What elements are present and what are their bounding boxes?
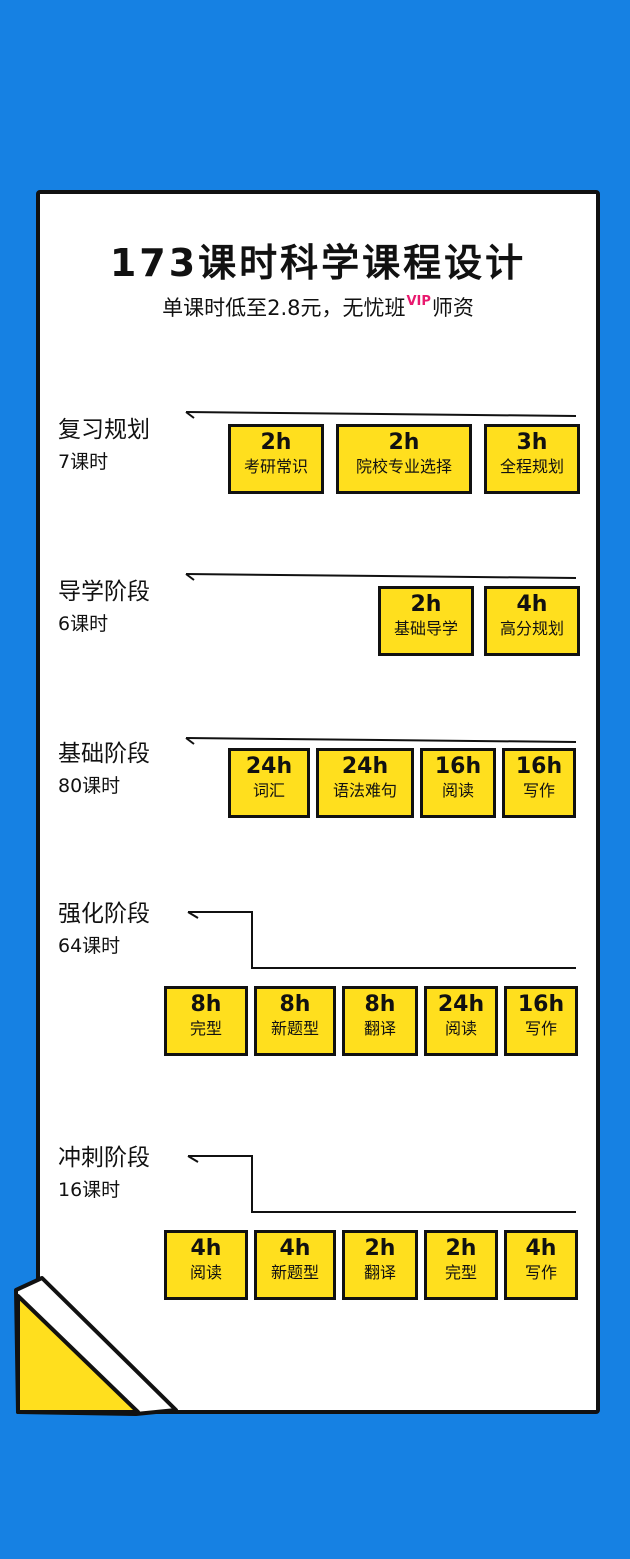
course-box: 2h 院校专业选择 [336,424,472,494]
course-box: 4h 新题型 [254,1230,336,1300]
box-hours: 2h [364,1236,396,1261]
subtitle-prefix: 单课时低至2.8元，无忧班 [162,296,406,320]
box-label: 考研常识 [243,457,308,476]
box-hours: 4h [516,592,548,617]
page-title: 173课时科学课程设计 [109,241,527,285]
subtitle-suffix: 师资 [431,296,474,320]
course-box: 2h 考研常识 [228,424,324,494]
box-label: 语法难句 [332,781,397,800]
stage-hours: 64课时 [58,935,121,957]
box-label: 阅读 [444,1019,477,1038]
box-label: 完型 [444,1263,477,1282]
box-label: 阅读 [441,781,474,800]
course-box: 2h 翻译 [342,1230,418,1300]
bracket-line-4 [188,911,576,969]
timeline-lines [185,411,577,1213]
box-hours: 8h [364,992,396,1017]
box-label: 完型 [189,1019,222,1038]
stage-name: 复习规划 [58,417,150,443]
stage-name: 冲刺阶段 [58,1145,150,1171]
box-hours: 16h [517,992,565,1017]
course-box: 8h 翻译 [342,986,418,1056]
course-box: 16h 写作 [504,986,578,1056]
box-label: 写作 [522,781,555,800]
box-label: 写作 [524,1019,557,1038]
stage-hours: 7课时 [58,451,109,473]
course-box: 16h 写作 [502,748,576,818]
box-label: 阅读 [189,1263,222,1282]
stage-name: 基础阶段 [58,741,150,767]
box-hours: 16h [515,754,563,779]
stage-hours: 16课时 [58,1179,121,1201]
course-card: 173课时科学课程设计 单课时低至2.8元，无忧班VIP师资 复习规划 7课时 … [36,190,600,1414]
box-hours: 2h [410,592,442,617]
course-box: 2h 完型 [424,1230,498,1300]
subtitle: 单课时低至2.8元，无忧班VIP师资 [40,292,596,322]
box-label: 翻译 [363,1019,396,1038]
course-box: 3h 全程规划 [484,424,580,494]
box-hours: 2h [445,1236,477,1261]
course-box: 8h 新题型 [254,986,336,1056]
box-label: 翻译 [363,1263,396,1282]
box-hours: 24h [437,992,485,1017]
course-box: 4h 阅读 [164,1230,248,1300]
box-label: 新题型 [270,1263,319,1282]
box-label: 写作 [524,1263,557,1282]
box-hours: 4h [525,1236,557,1261]
box-label: 全程规划 [499,457,564,476]
box-hours: 24h [245,754,293,779]
course-box: 24h 语法难句 [316,748,414,818]
box-hours: 2h [388,430,420,455]
course-box: 2h 基础导学 [378,586,474,656]
box-hours: 16h [434,754,482,779]
course-box: 24h 词汇 [228,748,310,818]
course-box: 16h 阅读 [420,748,496,818]
box-hours: 3h [516,430,548,455]
course-box: 24h 阅读 [424,986,498,1056]
box-hours: 8h [190,992,222,1017]
bracket-line-2 [185,573,577,579]
bracket-line-3 [185,737,577,743]
box-hours: 2h [260,430,292,455]
bracket-line-5 [188,1155,576,1213]
stage-name: 导学阶段 [58,579,150,605]
course-box: 8h 完型 [164,986,248,1056]
box-label: 新题型 [270,1019,319,1038]
box-label: 基础导学 [393,619,458,638]
box-label: 高分规划 [499,619,564,638]
course-box: 4h 写作 [504,1230,578,1300]
course-box: 4h 高分规划 [484,586,580,656]
box-label: 词汇 [252,781,285,800]
stage-hours: 6课时 [58,613,109,635]
bracket-line-1 [185,411,577,417]
stage-hours: 80课时 [58,775,121,797]
box-hours: 4h [279,1236,311,1261]
box-hours: 24h [341,754,389,779]
box-label: 院校专业选择 [355,457,452,476]
box-hours: 4h [190,1236,222,1261]
box-hours: 8h [279,992,311,1017]
vip-badge: VIP [406,294,431,309]
stage-name: 强化阶段 [58,901,150,927]
